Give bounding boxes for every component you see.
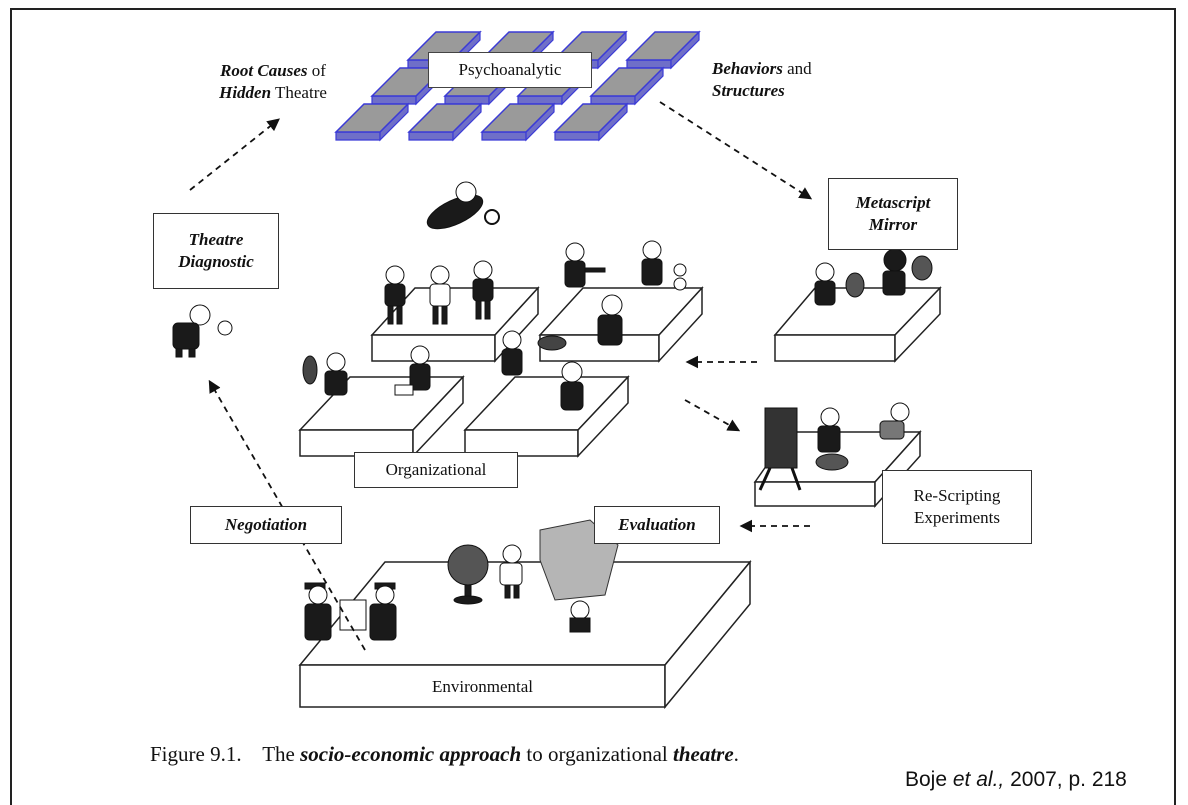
- actor-figure: [394, 345, 431, 396]
- tile-edge: [408, 131, 454, 141]
- metascript-mirror-box: Metascript Mirror: [828, 178, 958, 250]
- diagnostic-label: Diagnostic: [178, 252, 254, 271]
- behaviors-and: and: [782, 59, 812, 78]
- behaviors-term: Behaviors: [712, 59, 783, 78]
- actor-figure: [384, 265, 406, 325]
- actor-figure: [472, 260, 494, 320]
- caption-term-theatre: theatre: [673, 742, 734, 766]
- environmental-label: Environmental: [431, 677, 534, 696]
- globe-icon: [447, 544, 489, 605]
- actor-figure: [302, 352, 348, 396]
- experiments-label: Experiments: [914, 508, 1000, 527]
- tile-edge: [481, 131, 527, 141]
- caption-prefix: Figure 9.1. The: [150, 742, 301, 766]
- caption-term-socio-economic: socio-economic approach: [300, 742, 522, 766]
- root-causes-of: of: [307, 61, 326, 80]
- root-causes-term: Root Causes: [220, 61, 308, 80]
- tile: [589, 67, 665, 97]
- arrow-to-root-causes: [189, 118, 280, 191]
- platform-organizational-right: [463, 375, 630, 458]
- platform-environmental: [298, 559, 752, 710]
- citation: Boje et al., 2007, p. 218: [905, 768, 1127, 792]
- detective-figure: [172, 304, 233, 358]
- negotiation-box: Negotiation: [190, 506, 342, 544]
- actor-figure: [882, 248, 933, 296]
- theatre-word: Theatre: [271, 83, 327, 102]
- actor-figure: [560, 361, 584, 411]
- root-causes-label: Root Causes of Hidden Theatre: [198, 60, 348, 104]
- hidden-term: Hidden: [219, 83, 272, 102]
- caption-suffix: .: [733, 742, 739, 766]
- re-scripting-label: Re-Scripting: [913, 486, 1001, 505]
- easel-icon: [758, 407, 802, 491]
- tile-edge: [517, 95, 563, 105]
- actor-figure: [564, 242, 606, 288]
- actor-figure: [597, 294, 623, 346]
- negotiation-label: Negotiation: [224, 515, 308, 534]
- structures-term: Structures: [712, 81, 785, 100]
- mirror-label: Mirror: [868, 215, 918, 234]
- tile-edge: [371, 95, 417, 105]
- platform-organizational-left: [298, 375, 465, 458]
- figure-frame: [10, 8, 1176, 805]
- theatre-label: Theatre: [188, 230, 244, 249]
- tile: [625, 31, 701, 61]
- tile: [334, 103, 410, 133]
- behaviors-label: Behaviors and Structures: [712, 58, 862, 102]
- actor-figure: [879, 402, 910, 440]
- citation-author: Boje: [905, 768, 953, 791]
- graduate-figure: [304, 582, 332, 641]
- organizational-label: Organizational: [385, 460, 487, 479]
- actor-figure: [501, 330, 567, 376]
- figure-caption: Figure 9.1. The socio-economic approach …: [150, 742, 739, 767]
- graduate-figure: [339, 582, 397, 641]
- caption-middle: to organizational: [521, 742, 673, 766]
- actor-figure: [814, 262, 865, 306]
- citation-etal: et al.,: [952, 768, 1005, 791]
- metascript-label: Metascript: [855, 193, 931, 212]
- tile-edge: [554, 131, 600, 141]
- tile: [553, 103, 629, 133]
- actor-figure: [815, 407, 849, 471]
- tile: [480, 103, 556, 133]
- citation-rest: 2007, p. 218: [1004, 768, 1127, 791]
- evaluation-box: Evaluation: [594, 506, 720, 544]
- re-scripting-box: Re-Scripting Experiments: [882, 470, 1032, 544]
- evaluation-label: Evaluation: [618, 515, 696, 534]
- platform-organizational-back-right: [538, 286, 704, 363]
- psychoanalytic-box: Psychoanalytic: [428, 52, 592, 88]
- flying-figure: [426, 181, 500, 230]
- tile-edge: [590, 95, 636, 105]
- actor-figure: [641, 240, 687, 291]
- arrow-to-re-scripting: [684, 399, 741, 432]
- platform-metascript: [773, 286, 942, 363]
- tile: [407, 103, 483, 133]
- arrow-to-metascript: [659, 101, 813, 200]
- tile-edge: [335, 131, 381, 141]
- theatre-diagnostic-box: Theatre Diagnostic: [153, 213, 279, 289]
- actor-figure: [499, 544, 523, 599]
- psychoanalytic-label: Psychoanalytic: [458, 60, 562, 79]
- organizational-box: Organizational: [354, 452, 518, 488]
- tile-edge: [444, 95, 490, 105]
- actor-figure: [429, 265, 451, 325]
- tile-edge: [626, 59, 672, 69]
